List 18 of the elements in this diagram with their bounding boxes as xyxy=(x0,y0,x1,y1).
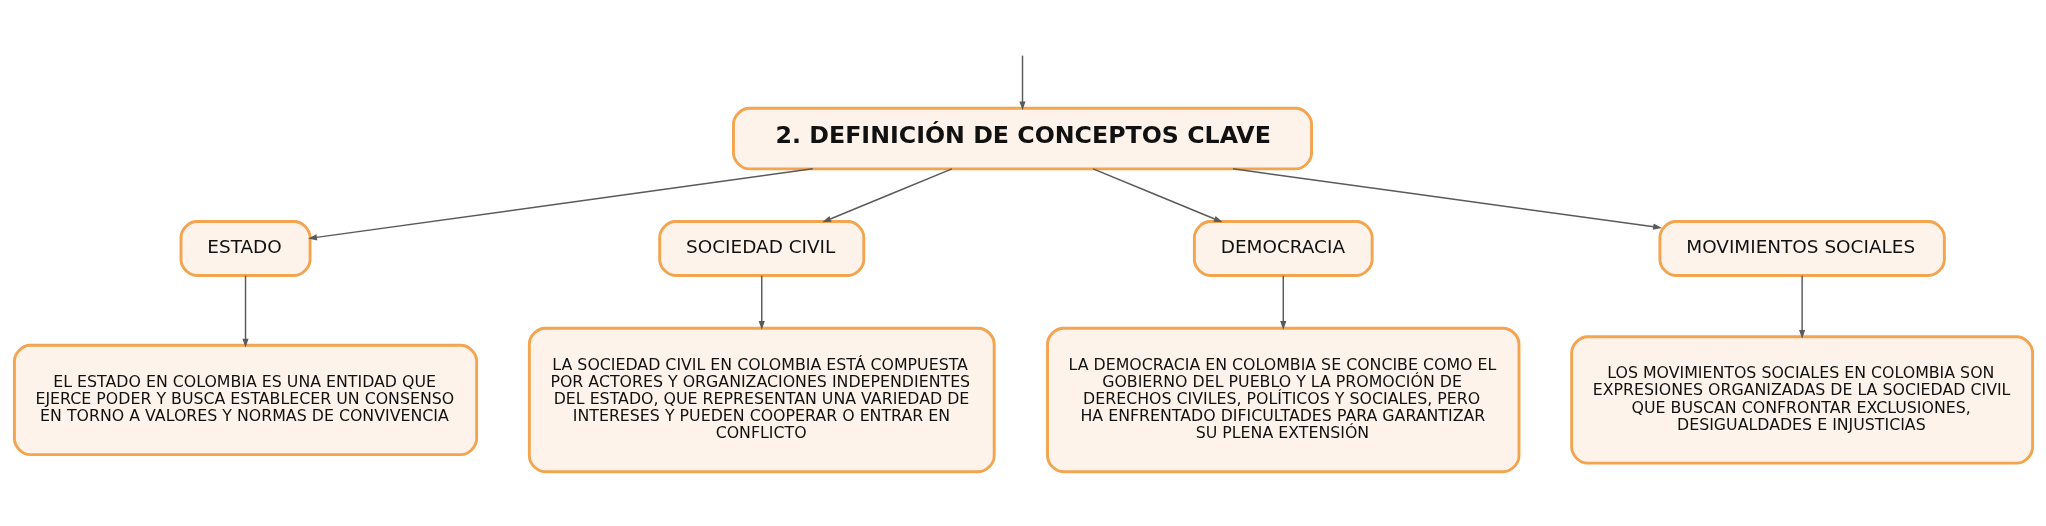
arrow xyxy=(758,275,765,330)
arrow xyxy=(1018,54,1026,111)
node-box: LA SOCIEDAD CIVIL EN COLOMBIA ESTÁ COMPUESTA POR ACTORES Y ORGANIZACIONES INDEPENDIENTES DEL ESTADO, QUE REPRESENTAN UNA VARIEDAD DE INTERESES Y PUEDEN COOPERAR O ENTRAR EN CONFLICTO xyxy=(527,326,996,474)
arrow xyxy=(1091,168,1223,223)
arrow xyxy=(1798,275,1805,339)
arrow xyxy=(821,168,953,223)
node-box: SOCIEDAD CIVIL xyxy=(657,220,865,277)
arrow xyxy=(241,275,249,348)
node-box: MOVIMIENTOS SOCIALES xyxy=(1657,220,1946,277)
arrow xyxy=(1279,275,1286,330)
node-box: EL ESTADO EN COLOMBIA ES UNA ENTIDAD QUE EJERCE PODER Y BUSCA ESTABLECER UN CONSENSO EN TORNO A VALORES Y NORMAS DE CONVIVENCIA xyxy=(12,343,478,457)
node-box: DEMOCRACIA xyxy=(1192,220,1374,277)
node-box: LA DEMOCRACIA EN COLOMBIA SE CONCIBE COMO EL GOBIERNO DEL PUEBLO Y LA PROMOCIÓN DE DERECHOS CIVILES, POLÍTICOS Y SOCIALES, PERO HA ENFRENTADO DIFICULTADES PARA GARANTIZAR SU PLENA EXTENSIÓN xyxy=(1045,326,1520,474)
node-box: ESTADO xyxy=(179,220,311,277)
node-box: LOS MOVIMIENTOS SOCIALES EN COLOMBIA SON EXPRESIONES ORGANIZADAS DE LA SOCIEDAD CIVIL QUE BUSCAN CONFRONTAR EXCLUSIONES, DESIGUALDADES E INJUSTICIAS xyxy=(1569,335,2034,465)
arrow xyxy=(307,168,813,241)
node-box: 2. DEFINICIÓN DE CONCEPTOS CLAVE xyxy=(731,106,1313,171)
arrow xyxy=(1231,168,1662,230)
